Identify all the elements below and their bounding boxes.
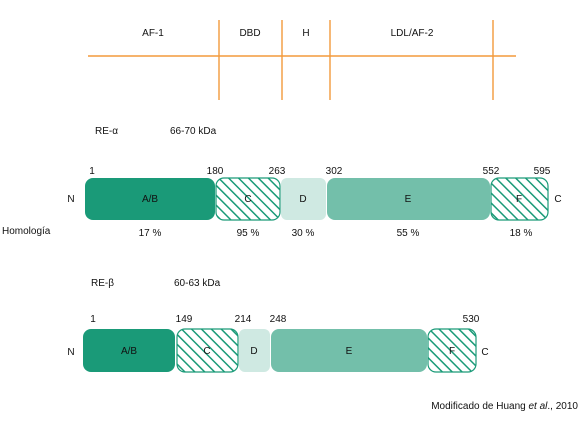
alpha-homology-d: 30 % <box>292 228 315 239</box>
alpha-pos-552: 552 <box>483 166 500 177</box>
beta-domain-e <box>271 329 427 372</box>
beta-pos-1: 1 <box>90 314 96 325</box>
beta-pos-214: 214 <box>235 314 252 325</box>
alpha-pos-180: 180 <box>207 166 224 177</box>
beta-domain-d-label: D <box>250 346 257 357</box>
beta-domain-c-label: C <box>203 346 210 357</box>
credit-prefix: Modificado de Huang <box>431 401 529 412</box>
alpha-domain-e <box>327 178 490 220</box>
beta-pos-248: 248 <box>270 314 287 325</box>
beta-domain-ab <box>83 329 175 372</box>
source-credit: Modificado de Huang et al., 2010 <box>431 401 578 412</box>
beta-pos-530: 530 <box>463 314 480 325</box>
credit-suffix: ., 2010 <box>547 401 578 412</box>
alpha-homology-e: 55 % <box>397 228 420 239</box>
alpha-domain-e-label: E <box>405 194 412 205</box>
alpha-domain-d-label: D <box>299 194 306 205</box>
credit-italic: et al <box>528 401 548 412</box>
region-af1-label: AF-1 <box>142 28 164 39</box>
alpha-mass: 66-70 kDa <box>170 126 217 137</box>
alpha-domain-ab-label: A/B <box>142 194 158 205</box>
receptor-alpha: RE-α 66-70 kDa 1 180 263 302 552 595 N C… <box>2 126 562 239</box>
beta-c-terminus: C <box>481 347 488 358</box>
beta-mass: 60-63 kDa <box>174 278 221 289</box>
alpha-domain-d <box>281 178 326 220</box>
alpha-homology-f: 18 % <box>510 228 533 239</box>
alpha-domain-f <box>490 177 549 221</box>
alpha-c-terminus: C <box>554 194 561 205</box>
alpha-domain-ab <box>85 178 215 220</box>
beta-domain-ab-label: A/B <box>121 346 137 357</box>
beta-name: RE-β <box>91 278 114 289</box>
alpha-pos-263: 263 <box>269 166 286 177</box>
alpha-domain-c-label: C <box>244 194 251 205</box>
alpha-name: RE-α <box>95 126 118 137</box>
homology-label: Homología <box>2 226 51 237</box>
beta-domain-c <box>176 328 239 373</box>
alpha-homology-ab: 17 % <box>139 228 162 239</box>
receptor-beta: RE-β 60-63 kDa 1 149 214 248 530 N C A/B… <box>67 278 489 373</box>
alpha-domain-f-label: F <box>516 194 522 205</box>
alpha-pos-1: 1 <box>89 166 95 177</box>
beta-domain-e-label: E <box>346 346 353 357</box>
alpha-homology-c: 95 % <box>237 228 260 239</box>
region-ldl-label: LDL/AF-2 <box>391 28 434 39</box>
beta-n-terminus: N <box>67 347 74 358</box>
region-h-label: H <box>302 28 309 39</box>
alpha-pos-595: 595 <box>534 166 551 177</box>
alpha-domain-c <box>215 177 281 221</box>
alpha-n-terminus: N <box>67 194 74 205</box>
beta-pos-149: 149 <box>176 314 193 325</box>
beta-domain-d <box>239 329 270 372</box>
beta-domain-f <box>427 328 477 373</box>
functional-regions: AF-1 DBD H LDL/AF-2 <box>88 20 516 100</box>
region-dbd-label: DBD <box>239 28 260 39</box>
alpha-pos-302: 302 <box>326 166 343 177</box>
beta-domain-f-label: F <box>449 346 455 357</box>
